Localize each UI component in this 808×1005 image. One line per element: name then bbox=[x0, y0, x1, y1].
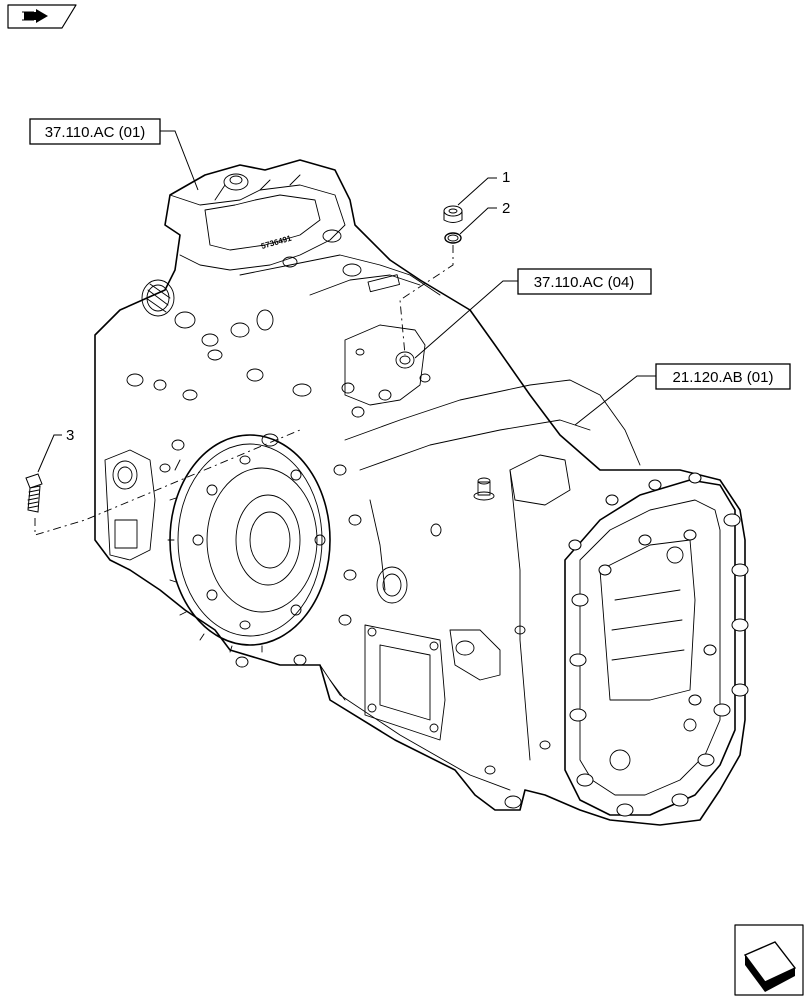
assembly-lines bbox=[34, 245, 454, 536]
reference-leader-2 bbox=[414, 280, 518, 359]
callout-leader-1 bbox=[457, 177, 497, 206]
callout-leader-3 bbox=[37, 434, 62, 473]
transmission-housing: 5736491 bbox=[94, 159, 749, 826]
reference-label-1-text: 37.110.AC (01) bbox=[45, 124, 146, 141]
callout-number-2: 2 bbox=[502, 200, 510, 217]
bell-housing bbox=[167, 434, 331, 653]
reference-leader-1 bbox=[160, 130, 199, 191]
reference-label-3-text: 21.120.AB (01) bbox=[673, 369, 774, 386]
reference-label-1[interactable]: 37.110.AC (01) bbox=[29, 118, 161, 145]
callout-number-3: 3 bbox=[66, 427, 74, 444]
reference-label-2-text: 37.110.AC (04) bbox=[534, 274, 635, 291]
reference-leader-3 bbox=[574, 375, 656, 426]
next-page-arrow-icon[interactable] bbox=[734, 924, 804, 996]
o-ring-part-2 bbox=[444, 232, 462, 244]
part-marking: 5736491 bbox=[260, 234, 293, 251]
callout-leader-2 bbox=[459, 207, 497, 235]
rear-cover bbox=[564, 479, 736, 816]
callout-number-1: 1 bbox=[502, 169, 510, 186]
reference-label-2[interactable]: 37.110.AC (04) bbox=[517, 268, 652, 295]
book-arrow-icon[interactable] bbox=[7, 4, 77, 29]
reference-label-3[interactable]: 21.120.AB (01) bbox=[655, 363, 791, 390]
plug-part-1 bbox=[443, 205, 463, 223]
bolt-part-3 bbox=[25, 473, 43, 513]
rear-studs bbox=[568, 472, 749, 817]
